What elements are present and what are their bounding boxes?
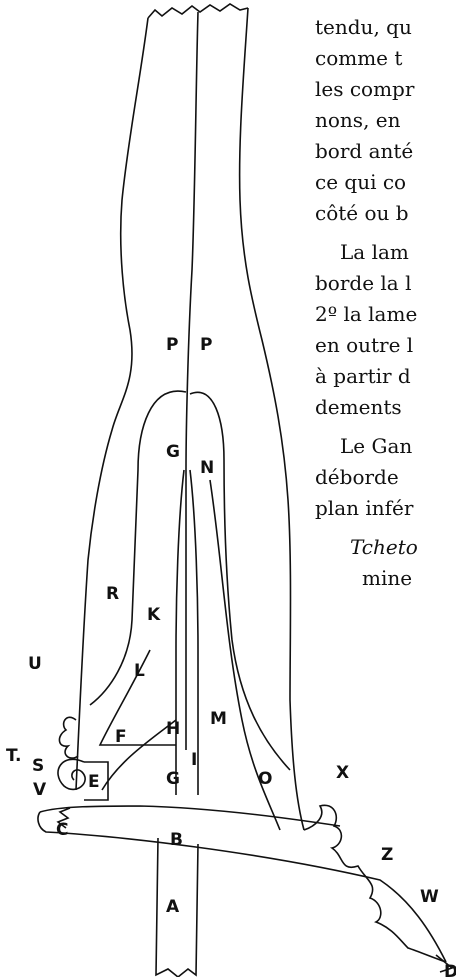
label-w: W: [420, 887, 439, 907]
text-line: en outre l: [315, 330, 413, 361]
text-line: La lam: [340, 237, 409, 268]
text-line: 2º la lame: [315, 299, 417, 330]
label-e: E: [88, 772, 100, 792]
text-line: plan infér: [315, 493, 413, 524]
text-line: Tcheto: [350, 532, 418, 563]
label-z: Z: [381, 845, 393, 865]
text-line: tendu, qu: [315, 12, 412, 43]
text-line: bord anté: [315, 136, 413, 167]
bar-b: [38, 812, 446, 962]
label-x: X: [336, 763, 349, 783]
text-line: dements: [315, 392, 402, 423]
label-n: N: [200, 458, 214, 478]
spiral-ts: [58, 759, 85, 789]
label-k: K: [147, 605, 161, 625]
text-line: les compr: [315, 74, 414, 105]
text-line: nons, en: [315, 105, 401, 136]
label-d: D: [444, 962, 456, 977]
label-f: F: [115, 727, 127, 747]
text-line: ce qui co: [315, 167, 406, 198]
label-g-upper: G: [166, 442, 180, 462]
text-line: Le Gan: [340, 431, 412, 462]
text-line: comme t: [315, 43, 402, 74]
label-g-lower: G: [166, 769, 180, 789]
label-r: R: [106, 584, 119, 604]
label-p-left: P: [166, 335, 178, 355]
label-o: O: [258, 769, 272, 789]
label-m: M: [210, 709, 227, 729]
label-t: T.: [6, 746, 21, 766]
label-v: V: [33, 780, 47, 800]
text-line: mine: [362, 563, 412, 594]
label-l: L: [134, 661, 145, 681]
label-a: A: [166, 897, 180, 917]
label-u: U: [28, 654, 42, 674]
wavy-xzw: [304, 805, 446, 962]
lobe-g-outline: [90, 391, 186, 705]
label-b: B: [170, 830, 183, 850]
label-p-right: P: [200, 335, 212, 355]
label-i: I: [191, 750, 197, 770]
text-line: déborde: [315, 462, 399, 493]
center-line: [186, 12, 198, 750]
strip-hi: [176, 470, 184, 795]
text-line: côté ou b: [315, 198, 409, 229]
text-line: à partir d: [315, 361, 411, 392]
boundary-fh: [102, 720, 176, 790]
wavy-u: [59, 717, 78, 758]
label-s: S: [32, 756, 44, 776]
label-h: H: [166, 719, 180, 739]
label-c: C: [56, 820, 68, 840]
text-line: borde la l: [315, 268, 411, 299]
